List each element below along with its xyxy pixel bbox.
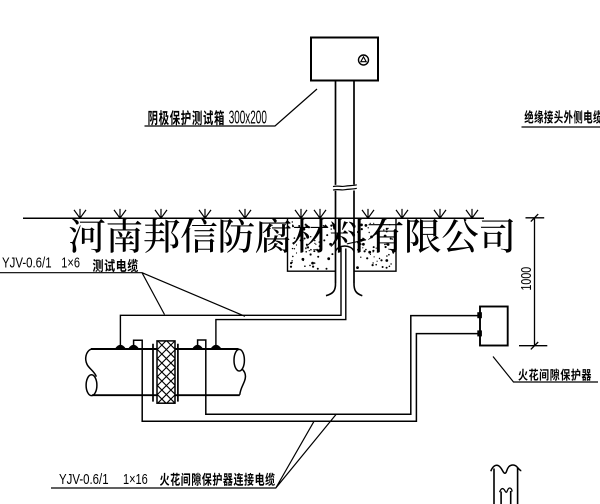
svg-text:1000: 1000 [518,267,534,291]
svg-text:YJV-0.6/1: YJV-0.6/1 [59,471,109,488]
svg-text:1×6: 1×6 [61,254,80,271]
svg-text:1×16: 1×16 [123,471,148,488]
svg-text:YJV-0.6/1: YJV-0.6/1 [2,254,52,271]
svg-text:300x200: 300x200 [229,109,267,129]
